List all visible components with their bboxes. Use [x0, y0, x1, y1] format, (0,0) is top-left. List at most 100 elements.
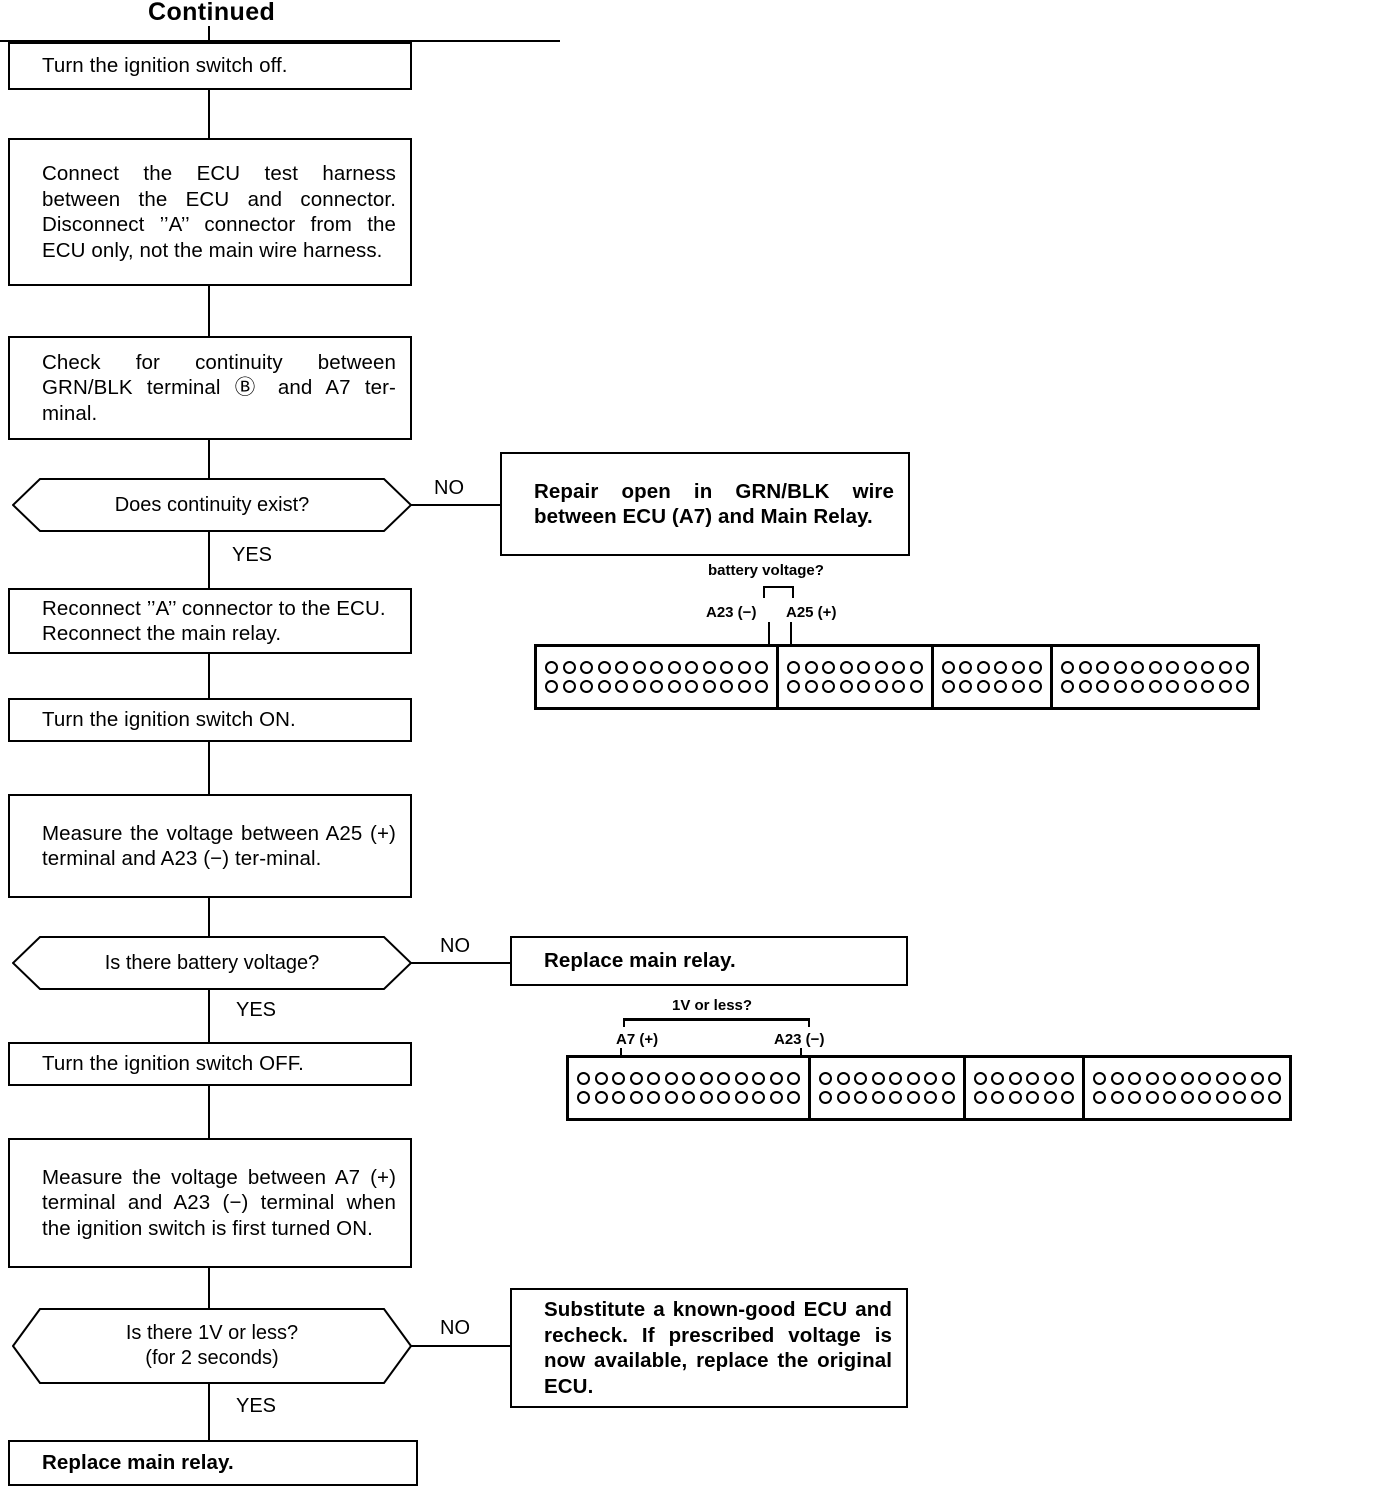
connector-pin	[682, 1091, 695, 1104]
pin-row	[1061, 661, 1249, 674]
connector-pin	[941, 1072, 955, 1085]
flow-line-4	[208, 654, 210, 698]
step-text: Connect the ECU test harness between the…	[42, 162, 396, 262]
connector-pin	[664, 1072, 678, 1085]
step-text: Measure the voltage between A25 (+) term…	[42, 821, 396, 871]
connector-pin	[892, 680, 905, 693]
connector-pin	[647, 1091, 660, 1104]
connector-pin	[1008, 1091, 1022, 1104]
connector-pin	[1218, 661, 1232, 674]
connector-pin	[1096, 661, 1109, 674]
connector2-pin-left-label: A7 (+)	[616, 1031, 659, 1048]
pin-block-3	[934, 647, 1053, 707]
connector-pin	[1078, 680, 1092, 693]
connector-pin	[1166, 661, 1179, 674]
connector-pin	[854, 1091, 867, 1104]
connector-pin	[1163, 1072, 1176, 1085]
connector-pin	[667, 661, 681, 674]
connector-pin	[991, 1091, 1004, 1104]
connector-pin	[615, 680, 628, 693]
connector-pin	[1061, 661, 1074, 674]
connector-pin	[1029, 680, 1042, 693]
connector-pin	[664, 1091, 678, 1104]
connector-pin	[755, 680, 768, 693]
outcome-box-replace-main-relay-1: Replace main relay.	[510, 936, 908, 986]
flow-line-7	[208, 1086, 210, 1138]
connector-pin	[1201, 661, 1214, 674]
connector-pin	[737, 680, 751, 693]
connector-pin	[580, 680, 593, 693]
connector-pin	[857, 661, 870, 674]
connector-pin	[685, 661, 698, 674]
connector-pin	[804, 661, 818, 674]
connector-pin	[755, 661, 768, 674]
connector-pin	[822, 661, 835, 674]
connector-pin	[906, 1072, 920, 1085]
connector-pin	[871, 1072, 885, 1085]
edge-label-yes-2: YES	[236, 999, 277, 1021]
connector-pin	[1215, 1072, 1229, 1085]
decision-is-there-battery-voltage: Is there battery voltage?	[12, 936, 412, 990]
pin-row	[973, 1072, 1074, 1085]
connector-pin	[874, 661, 888, 674]
outcome-text: Substitute a known-good ECU and recheck.…	[544, 1298, 892, 1398]
connector-pin	[909, 680, 923, 693]
pin-row	[941, 661, 1042, 674]
ecu-connector-diagram-2	[566, 1055, 1292, 1121]
connector-pin	[545, 680, 558, 693]
connector-pin	[615, 661, 628, 674]
final-box-replace-main-relay: Replace main relay.	[8, 1440, 418, 1486]
connector1-pin-right-label: A25 (+)	[786, 604, 837, 621]
step-text: Turn the ignition switch OFF.	[42, 1052, 304, 1076]
step-text: Reconnect ’’A’’ connector to the ECU. Re…	[42, 596, 386, 646]
hexagon-shape	[12, 478, 412, 532]
connector-pin	[1093, 1091, 1106, 1104]
step-text: Measure the voltage between A7 (+) termi…	[42, 1165, 396, 1240]
connector-pin	[1026, 1091, 1039, 1104]
connector2-measure-label: 1V or less?	[672, 997, 753, 1014]
connector-pin	[871, 1091, 885, 1104]
pin-row	[973, 1091, 1074, 1104]
connector-pin	[1236, 680, 1249, 693]
connector2-measure-bracket	[623, 1018, 810, 1027]
connector-pin	[1145, 1072, 1159, 1085]
pin-block-3	[966, 1058, 1085, 1118]
pin-block-1	[537, 647, 779, 707]
edge-label-no-2: NO	[440, 935, 470, 957]
final-text: Replace main relay.	[42, 1451, 234, 1475]
step-text: Check for continuity between GRN/BLK ter…	[42, 350, 396, 425]
outcome-box-repair-open: Repair open in GRN/BLK wire between ECU …	[500, 452, 910, 556]
connector-pin	[973, 1072, 987, 1085]
connector-pin	[1236, 661, 1249, 674]
pin-row	[1093, 1072, 1281, 1085]
connector-pin	[1215, 1091, 1229, 1104]
pin-block-4	[1053, 647, 1257, 707]
connector-pin	[924, 1091, 937, 1104]
flow-line-5	[208, 742, 210, 794]
connector-pin	[597, 680, 611, 693]
hexagon-shape	[12, 936, 412, 990]
connector-pin	[889, 1072, 902, 1085]
connector1-leader-right	[790, 622, 792, 658]
no-branch-line-3	[410, 1345, 514, 1347]
connector-pin	[734, 1072, 748, 1085]
connector-pin	[941, 680, 955, 693]
decision-does-continuity-exist: Does continuity exist?	[12, 478, 412, 532]
connector-pin	[1093, 1072, 1106, 1085]
connector-pin	[545, 661, 558, 674]
connector-pin	[1183, 680, 1197, 693]
connector-pin	[1026, 1072, 1039, 1085]
connector-pin	[787, 1091, 800, 1104]
pin-row	[1093, 1091, 1281, 1104]
step-box-measure-a25-a23: Measure the voltage between A25 (+) term…	[8, 794, 412, 898]
connector-pin	[1131, 661, 1144, 674]
connector-pin	[976, 680, 990, 693]
connector-pin	[1113, 661, 1127, 674]
connector-pin	[1233, 1091, 1246, 1104]
pin-block-4	[1085, 1058, 1289, 1118]
connector-pin	[685, 680, 698, 693]
connector-pin	[836, 1072, 850, 1085]
edge-label-no-3: NO	[440, 1317, 470, 1339]
connector-pin	[854, 1072, 867, 1085]
